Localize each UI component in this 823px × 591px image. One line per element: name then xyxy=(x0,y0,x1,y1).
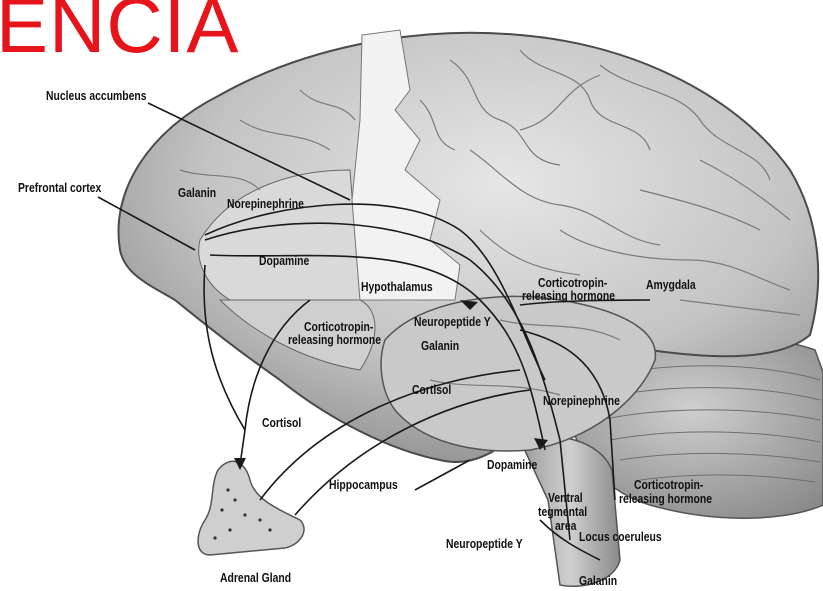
label-crh-amygdala-2: releasing hormone xyxy=(522,289,615,302)
label-amygdala: Amygdala xyxy=(646,278,696,291)
label-norepinephrine-low: Norepinephrine xyxy=(543,394,620,407)
label-crh-left-2: releasing hormone xyxy=(288,333,381,346)
label-locus-coeruleus: Locus coeruleus xyxy=(579,530,662,543)
label-hippocampus: Hippocampus xyxy=(329,478,398,491)
label-dopamine-top: Dopamine xyxy=(259,254,309,267)
label-nucleus-accumbens: Nucleus accumbens xyxy=(46,89,147,102)
label-vta-3: area xyxy=(555,519,576,532)
page-title: ENCIA xyxy=(0,0,239,64)
label-norepinephrine-top: Norepinephrine xyxy=(227,197,304,210)
label-hypothalamus: Hypothalamus xyxy=(361,280,433,293)
label-galanin-bottom: Galanin xyxy=(579,574,617,587)
adrenal-gland-shape xyxy=(198,461,304,555)
label-vta-1: Ventral xyxy=(548,491,583,504)
label-crh-right-2: releasing hormone xyxy=(619,492,712,505)
label-galanin-mid: Galanin xyxy=(421,339,459,352)
label-crh-right-1: Corticotropin- xyxy=(634,478,703,491)
label-adrenal-gland: Adrenal Gland xyxy=(220,571,291,584)
label-dopamine-low: Dopamine xyxy=(487,458,537,471)
label-neuropeptide-y-mid: Neuropeptide Y xyxy=(414,315,491,328)
label-neuropeptide-y-low: Neuropeptide Y xyxy=(446,537,523,550)
label-cortisol-left: Cortisol xyxy=(262,416,301,429)
label-prefrontal-cortex: Prefrontal cortex xyxy=(18,181,101,194)
label-galanin-pfc: Galanin xyxy=(178,186,216,199)
label-vta-2: tegmental xyxy=(538,505,587,518)
label-cortisol-mid: Cortisol xyxy=(412,383,451,396)
